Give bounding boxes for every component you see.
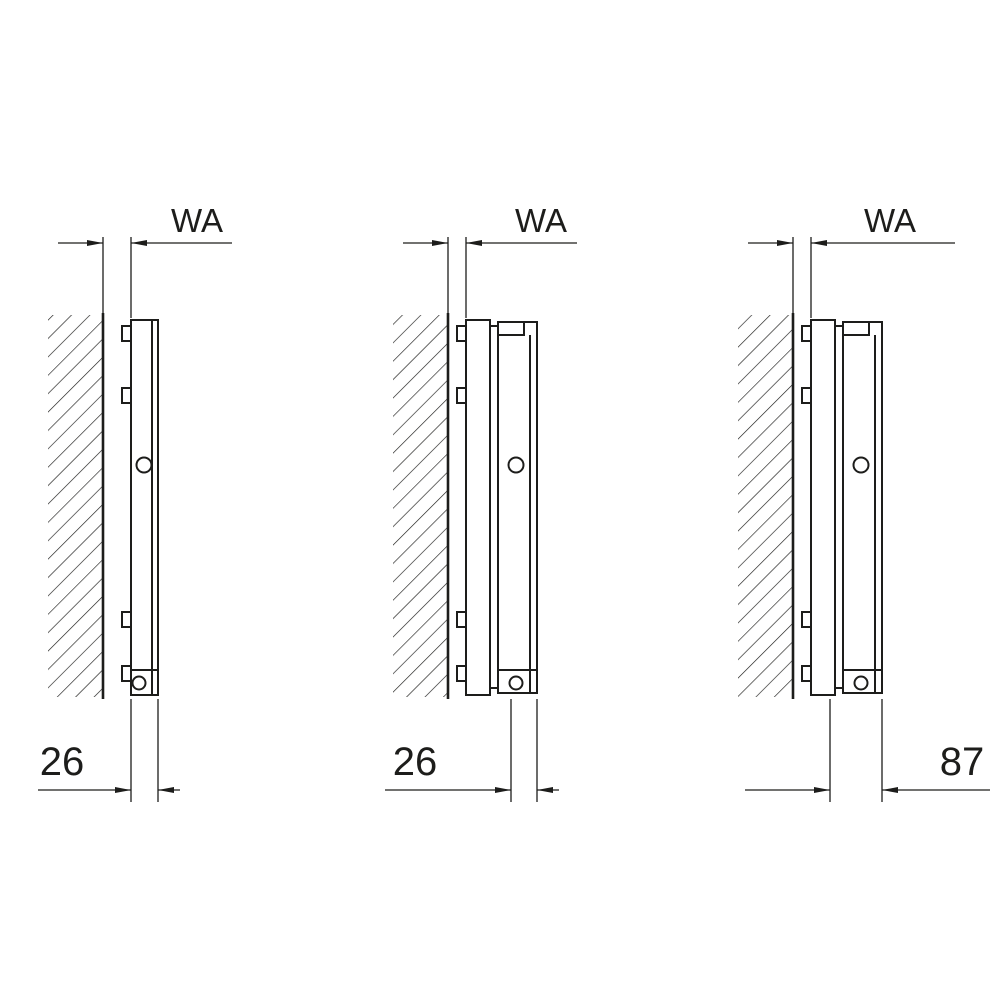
pipe-connection [508,675,524,691]
wall-section [738,313,795,699]
depth-label: 26 [393,740,438,784]
radiator-profile [456,319,538,696]
depth-label: 26 [40,740,85,784]
wall-section [393,313,450,699]
mounting-hole [852,456,870,474]
bracket-body [810,319,836,696]
mounting-tab-top [456,325,467,342]
bracket-body [465,319,491,696]
radiator-profile [121,319,159,696]
mounting-tab-upper [801,387,812,404]
wall-distance-dimension: WA [748,202,955,318]
wall-hatching [393,315,448,697]
wall-distance-dimension: WA [403,202,577,318]
mounting-tab-lower [801,611,812,628]
mounting-tab-lower [121,611,132,628]
mounting-hole [135,456,153,474]
wall-hatching [48,315,103,697]
mounting-tab-top [801,325,812,342]
profile-body [130,319,159,696]
pipe-connection [131,675,147,691]
mounting-tab-upper [121,387,132,404]
radiator-profile [801,319,883,696]
depth-dimension: 26 [385,699,559,802]
wall-distance-label: WA [515,202,567,239]
mounting-tab-bottom [121,665,132,682]
mounting-tab-lower [456,611,467,628]
mounting-tab-bottom [456,665,467,682]
depth-dimension: 26 [38,699,180,802]
wall-section [48,313,105,699]
panel-top-step [497,321,525,336]
mounting-tab-upper [456,387,467,404]
panel-top-step [842,321,870,336]
mounting-tab-top [121,325,132,342]
panel-body [842,321,883,694]
depth-dimension: 87 [745,699,990,802]
wall-hatching [738,315,793,697]
pipe-connection [853,675,869,691]
mounting-tab-bottom [801,665,812,682]
depth-label: 87 [940,740,985,784]
wall-distance-dimension: WA [58,202,232,318]
figure-profile-2: WA 26 [385,202,577,802]
wall-distance-label: WA [171,202,223,239]
wall-distance-label: WA [864,202,916,239]
panel-body [497,321,538,694]
figure-profile-1: WA 26 [38,202,232,802]
mounting-hole [507,456,525,474]
figure-profile-3: WA 87 [738,202,990,802]
